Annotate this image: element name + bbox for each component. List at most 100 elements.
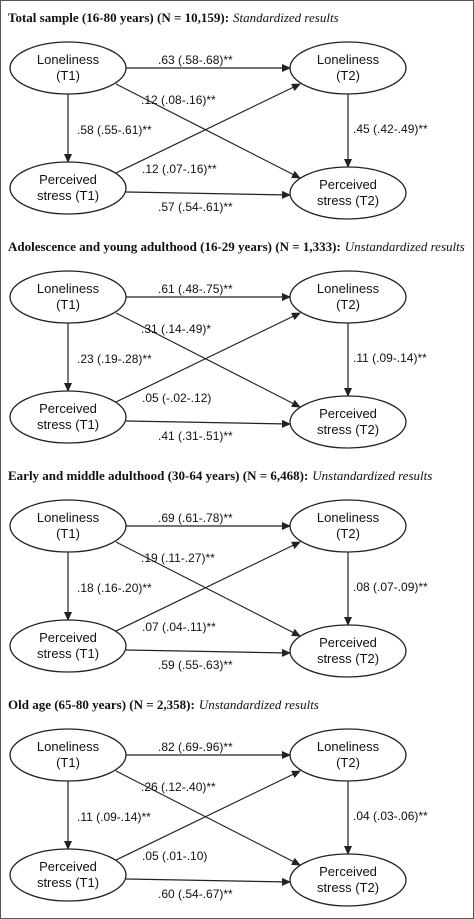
node-label-line: (T2) [336,68,360,83]
panel-title-bold: Adolescence and young adulthood (16-29 y… [8,239,341,254]
edge-label-str-str: .41 (.31-.51)** [158,429,233,443]
edge-label-lon-str: .31 (.14-.49)* [141,322,211,336]
path-lon-t1-to-str-t2 [115,83,301,179]
edge-label-str-str: .60 (.54-.67)** [158,887,233,901]
node-label-line: Loneliness [37,52,100,67]
node-ellipse [289,41,407,95]
node-label-line: (T2) [336,755,360,770]
path-str-t1-to-str-t2 [125,419,291,428]
node-lon-t1: Loneliness(T1) [9,499,127,553]
panel-title-italic: Unstandardized results [345,239,465,254]
panel-4: Old age (65-80 years) (N = 2,358): Unstan… [8,697,428,907]
node-ellipse [9,270,127,324]
node-lon-t2: Loneliness(T2) [289,41,407,95]
node-label-line: Loneliness [317,739,380,754]
node-lon-t2: Loneliness(T2) [289,728,407,782]
node-ellipse [9,848,127,902]
node-ellipse [9,619,127,673]
node-label-line: Perceived [319,406,377,421]
panel-title: Old age (65-80 years) (N = 2,358): Unstan… [8,697,319,712]
node-ellipse [289,853,407,907]
node-ellipse [289,624,407,678]
node-ellipse [289,270,407,324]
node-ellipse [289,499,407,553]
edge-label-str-lon: .05 (.01-.10) [142,849,207,863]
node-label-line: Perceived [319,635,377,650]
edge-label-lon-lon: .82 (.69-.96)** [158,740,233,754]
node-label-line: (T1) [56,297,80,312]
edge-label-str-str: .59 (.55-.63)** [158,658,233,672]
node-label-line: (T2) [336,297,360,312]
node-label-line: Perceived [39,630,97,645]
edge-label-lon-lon: .69 (.61-.78)** [158,511,233,525]
edge-label-cov-t1: .23 (.19-.28)** [77,352,152,366]
path-str-t1-to-str-t2 [125,877,291,886]
path-lon-t1-to-str-t2 [115,312,301,408]
node-ellipse [9,161,127,215]
panel-title-italic: Standardized results [233,10,339,25]
node-ellipse [289,728,407,782]
edge-label-cov-t2: .04 (.03-.06)** [353,809,428,823]
panel-title-bold: Old age (65-80 years) (N = 2,358): [8,697,195,712]
path-lon-t1-to-str-t2 [115,770,301,866]
path-str-t1-to-lon-t2 [115,770,301,861]
edge-label-str-lon: .05 (-.02-.12) [142,391,211,405]
node-ellipse [9,390,127,444]
panel-title-bold: Total sample (16-80 years) (N = 10,159): [8,10,229,25]
node-label-line: Perceived [39,172,97,187]
node-label-line: stress (T2) [317,651,379,666]
node-label-line: stress (T2) [317,193,379,208]
edge-label-lon-str: .19 (.11-.27)** [141,551,215,565]
panel-title-italic: Unstandardized results [199,697,319,712]
node-label-line: Loneliness [37,281,100,296]
node-label-line: (T1) [56,68,80,83]
node-ellipse [9,41,127,95]
node-ellipse [289,395,407,449]
node-label-line: Loneliness [317,281,380,296]
node-label-line: (T1) [56,526,80,541]
panel-1: Total sample (16-80 years) (N = 10,159):… [8,10,428,220]
node-label-line: stress (T1) [37,417,99,432]
node-label-line: stress (T2) [317,880,379,895]
edge-label-cov-t2: .45 (.42-.49)** [353,122,428,136]
edge-label-str-str: .57 (.54-.61)** [158,200,233,214]
node-label-line: Perceived [39,401,97,416]
edge-label-cov-t2: .08 (.07-.09)** [353,580,428,594]
node-label-line: Loneliness [317,52,380,67]
edge-label-cov-t1: .18 (.16-.20)** [77,581,152,595]
path-str-t1-to-str-t2 [125,190,291,199]
panel-3: Early and middle adulthood (30-64 years)… [8,468,432,678]
path-str-t1-to-lon-t2 [115,83,301,174]
edge-label-str-lon: .07 (.04-.11)** [142,620,216,634]
node-label-line: stress (T2) [317,422,379,437]
panels-layer: Total sample (16-80 years) (N = 10,159):… [8,10,465,907]
panel-title-italic: Unstandardized results [312,468,432,483]
path-lon-t1-to-str-t2 [115,541,301,637]
panel-title-bold: Early and middle adulthood (30-64 years)… [8,468,308,483]
node-lon-t2: Loneliness(T2) [289,499,407,553]
node-label-line: stress (T1) [37,875,99,890]
node-lon-t1: Loneliness(T1) [9,728,127,782]
edge-label-cov-t1: .11 (.09-.14)** [77,810,151,824]
node-label-line: (T2) [336,526,360,541]
edge-label-lon-lon: .63 (.58-.68)** [158,53,233,67]
panel-title: Early and middle adulthood (30-64 years)… [8,468,432,483]
edge-label-cov-t1: .58 (.55-.61)** [77,123,152,137]
edge-label-lon-lon: .61 (.48-.75)** [158,282,233,296]
node-lon-t2: Loneliness(T2) [289,270,407,324]
node-label-line: stress (T1) [37,188,99,203]
node-label-line: Perceived [39,859,97,874]
path-str-t1-to-str-t2 [125,648,291,657]
node-ellipse [9,499,127,553]
panel-title: Total sample (16-80 years) (N = 10,159):… [8,10,339,25]
node-lon-t1: Loneliness(T1) [9,270,127,324]
node-ellipse [9,728,127,782]
panel-title: Adolescence and young adulthood (16-29 y… [8,239,465,254]
